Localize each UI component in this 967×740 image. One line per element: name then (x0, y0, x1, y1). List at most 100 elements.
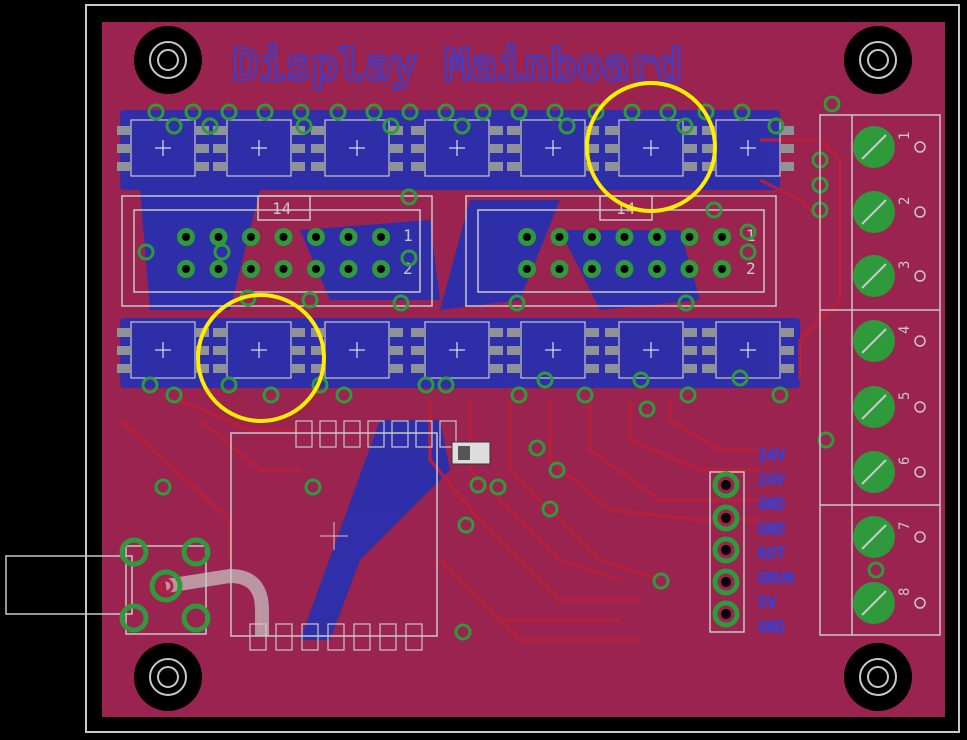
smd-pad (780, 346, 794, 355)
via-21 (453, 117, 471, 135)
via-61 (528, 439, 546, 457)
header-pin-hole (344, 233, 353, 241)
via-set (137, 95, 885, 641)
board-outline (85, 4, 960, 733)
via-46 (400, 188, 418, 206)
smd-pad (780, 126, 794, 135)
smd-pad (683, 162, 697, 171)
jack-pin-3 (181, 603, 211, 633)
via-28 (262, 386, 280, 404)
programming-header-pins (177, 228, 731, 278)
via-35 (576, 386, 594, 404)
smd-pad (702, 364, 716, 373)
smd-pad (291, 364, 305, 373)
via-57 (817, 431, 835, 449)
smd-pad (195, 364, 209, 373)
connector-label-4: ROT (758, 544, 785, 562)
connector-label-6: 5V (758, 594, 776, 612)
smd-ic-top-3 (411, 119, 503, 177)
jack-center-hole (158, 578, 174, 594)
via-16 (733, 103, 751, 121)
via-63 (489, 478, 507, 496)
smd-ic-bottom-3 (411, 321, 503, 379)
via-8 (437, 103, 455, 121)
via-67 (652, 572, 670, 590)
smd-pad (507, 364, 521, 373)
smd-pad (117, 144, 131, 153)
smd-pad (585, 364, 599, 373)
smd-pad (411, 364, 425, 373)
smd-pad (411, 328, 425, 337)
smd-ic-bottom-5 (605, 321, 697, 379)
header-pin-hole (377, 265, 385, 273)
smd-pad (605, 162, 619, 171)
header-pin-hole (214, 265, 223, 273)
smd-pad (311, 126, 325, 135)
smd-pad (389, 364, 403, 373)
via-20 (382, 117, 400, 135)
via-9 (474, 103, 492, 121)
smd-pad (702, 346, 716, 355)
via-52 (677, 294, 695, 312)
smd-pad (780, 144, 794, 153)
via-10 (510, 103, 528, 121)
smd-pad (291, 328, 305, 337)
smd-pad (585, 144, 599, 153)
smd-pad (683, 328, 697, 337)
via-18 (201, 117, 219, 135)
smd-pad (311, 144, 325, 153)
connector-pin-0 (712, 471, 740, 499)
connector-label-0: 24V (758, 446, 785, 464)
ic-right-row2-label: 2 (746, 259, 756, 278)
smd-pad (311, 162, 325, 171)
smd-pad (489, 364, 503, 373)
terminal-aux-hole (914, 531, 926, 543)
smd-pad (291, 346, 305, 355)
header-pin-hole (588, 233, 596, 241)
via-25 (141, 376, 159, 394)
smd-pad (411, 144, 425, 153)
via-64 (469, 476, 487, 494)
terminal-screw-slot (861, 524, 887, 550)
connector-pin-hole (721, 609, 731, 619)
via-12 (587, 103, 605, 121)
header-pin-hole (344, 265, 353, 273)
header-pin-hole (247, 265, 255, 273)
smd-pad (213, 126, 227, 135)
header-pin-hole (312, 233, 320, 241)
connector-label-3: GND (758, 520, 785, 538)
smd-ic-row-bottom (117, 321, 794, 379)
smd-pad (195, 144, 209, 153)
smd-pad (411, 126, 425, 135)
via-38 (731, 369, 749, 387)
header-pin-hole (653, 265, 661, 273)
via-34 (536, 371, 554, 389)
smd-pad (117, 126, 131, 135)
header-pin-hole (718, 265, 726, 273)
terminal-screw-slot (861, 590, 887, 616)
via-58 (154, 478, 172, 496)
mcu-pad-bottom-3 (327, 623, 345, 651)
smd-pad (780, 364, 794, 373)
mcu-pad-top-1 (319, 420, 337, 448)
smd-ic-bottom-4 (507, 321, 599, 379)
terminal-number-8: 8 (897, 588, 913, 596)
smd-pad (507, 144, 521, 153)
highlight-circle-upper-right (585, 81, 717, 213)
board-title: Display Mainboard (232, 40, 682, 91)
header-pin-hole (312, 265, 320, 273)
terminal-screw-slot (861, 199, 887, 225)
smd-ic-top-0 (117, 119, 209, 177)
smd-pad (411, 162, 425, 171)
ic-socket-outline-left (121, 195, 433, 307)
mcu-pad-top-2 (343, 420, 361, 448)
connector-label-7: GND (758, 618, 785, 636)
smd-pad (411, 346, 425, 355)
connector-pin-hole (721, 545, 731, 555)
smd-pad (585, 346, 599, 355)
header-pin-hole (182, 265, 190, 273)
via-1 (184, 103, 202, 121)
via-65 (457, 516, 475, 534)
